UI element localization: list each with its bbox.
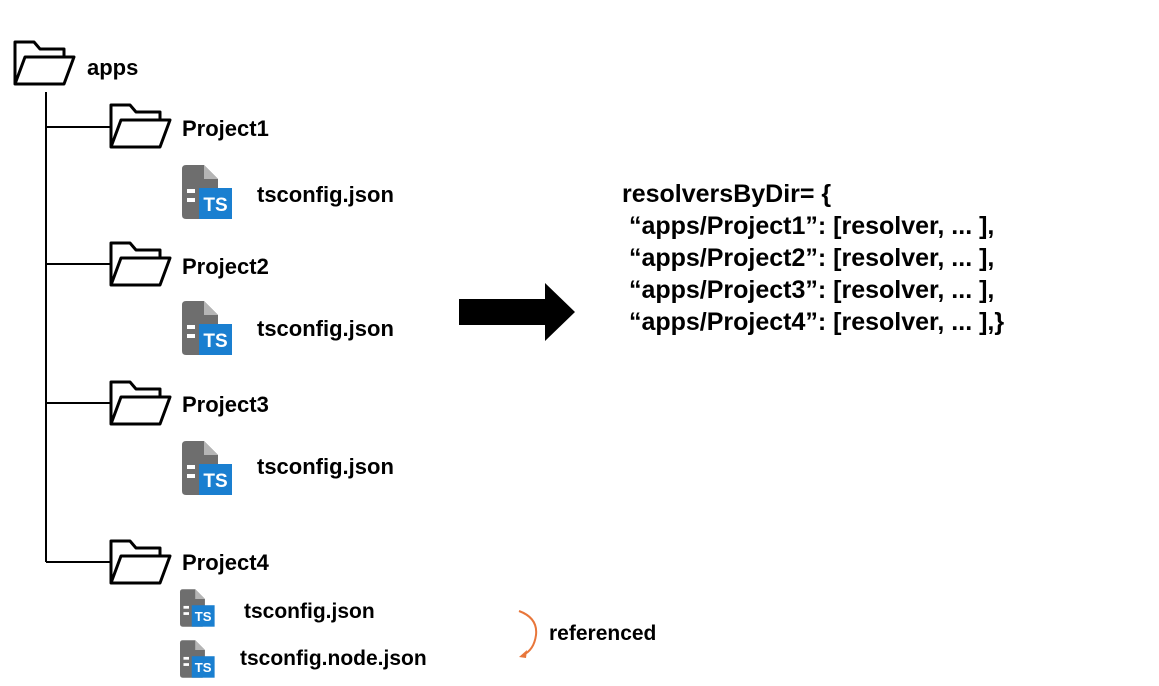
code-line: “apps/Project4”: [resolver, ... ],} [622,308,1005,336]
ts-badge-text: TS [203,195,227,216]
project1-tsconfig-label: tsconfig.json [257,182,394,207]
project4-label: Project4 [182,550,269,575]
code-line: “apps/Project2”: [resolver, ... ], [622,244,995,272]
resolvers-code-block: resolversByDir= { “apps/Project1”: [reso… [622,178,1004,338]
project2-tsconfig-label: tsconfig.json [257,316,394,341]
project4-tsconfig-label: tsconfig.json [244,600,375,623]
project1-label: Project1 [182,116,269,141]
project2-folder-icon [108,239,172,289]
project1-ts-file-icon: TS [182,165,234,219]
project2-label: Project2 [182,254,269,279]
project4-folder-icon [108,537,172,587]
arrow-right-icon [459,283,575,341]
project4-ts-node-file-icon: TS [180,640,216,678]
ts-badge-text: TS [203,471,227,492]
project3-ts-file-icon: TS [182,441,234,495]
project3-folder-icon [108,378,172,428]
root-folder-label: apps [87,55,139,80]
code-line: “apps/Project1”: [resolver, ... ], [622,212,995,240]
project1-folder-icon [108,101,172,151]
referenced-arrow-icon [514,608,544,662]
root-folder-icon [12,38,76,88]
ts-badge-text: TS [195,660,212,675]
project2-ts-file-icon: TS [182,301,234,355]
project3-tsconfig-label: tsconfig.json [257,454,394,479]
project4-ts-file-icon: TS [180,589,216,627]
project3-label: Project3 [182,392,269,417]
code-line: “apps/Project3”: [resolver, ... ], [622,276,995,304]
project4-tsconfig-node-label: tsconfig.node.json [240,647,427,670]
ts-badge-text: TS [195,609,212,624]
ts-badge-text: TS [203,331,227,352]
code-line: resolversByDir= { [622,180,832,208]
referenced-label: referenced [549,622,657,645]
